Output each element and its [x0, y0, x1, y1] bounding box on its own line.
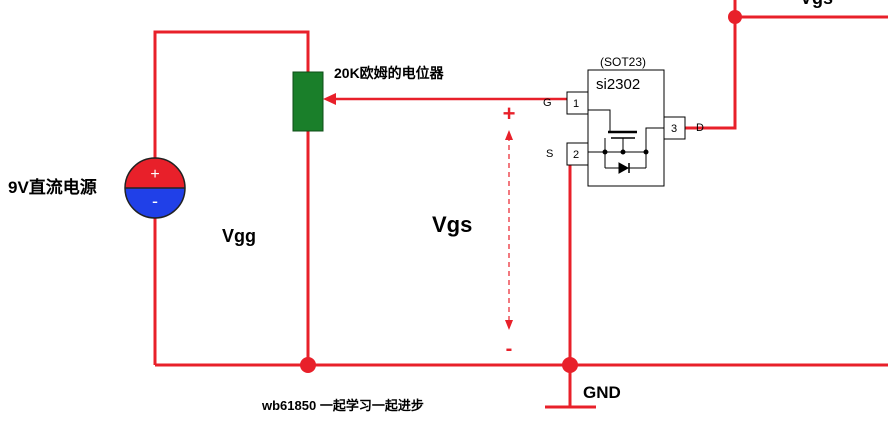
pin-2-label: 2	[573, 149, 579, 161]
pin-box-2	[566, 142, 589, 166]
wire-left-top	[153, 30, 310, 160]
wiper-arrow	[323, 93, 567, 105]
part-name-label: si2302	[596, 76, 640, 93]
vgs-measure-arrow	[505, 130, 513, 330]
junction-dot	[728, 10, 742, 24]
part-package-label: (SOT23)	[600, 55, 646, 69]
pin-d-label: D	[696, 122, 704, 134]
footer-watermark: wb61850 一起学习一起进步	[261, 398, 424, 413]
mosfet-si2302	[566, 69, 686, 187]
vgs-label: Vgs	[432, 212, 472, 237]
pin-3-label: 3	[671, 123, 677, 135]
junction-dot	[300, 357, 316, 373]
pin-1-label: 1	[573, 98, 579, 110]
potentiometer	[292, 71, 324, 132]
wire-drain	[680, 17, 737, 130]
source-minus-sign: -	[152, 191, 158, 211]
vgs-top-label: Vgs	[800, 0, 833, 8]
pin-box-1	[566, 91, 589, 115]
dc-source: + -	[124, 157, 186, 219]
vgs-plus-sign: +	[503, 101, 516, 126]
source-label: 9V直流电源	[8, 177, 97, 197]
pin-g-label: G	[543, 97, 552, 109]
vgg-label: Vgg	[222, 226, 256, 246]
source-plus-sign: +	[150, 166, 159, 183]
wires	[153, 0, 888, 409]
gnd-label: GND	[583, 383, 621, 402]
pin-s-label: S	[546, 148, 553, 160]
potentiometer-label: 20K欧姆的电位器	[334, 65, 445, 81]
junction-dot	[562, 357, 578, 373]
vgs-minus-sign: -	[506, 338, 513, 360]
